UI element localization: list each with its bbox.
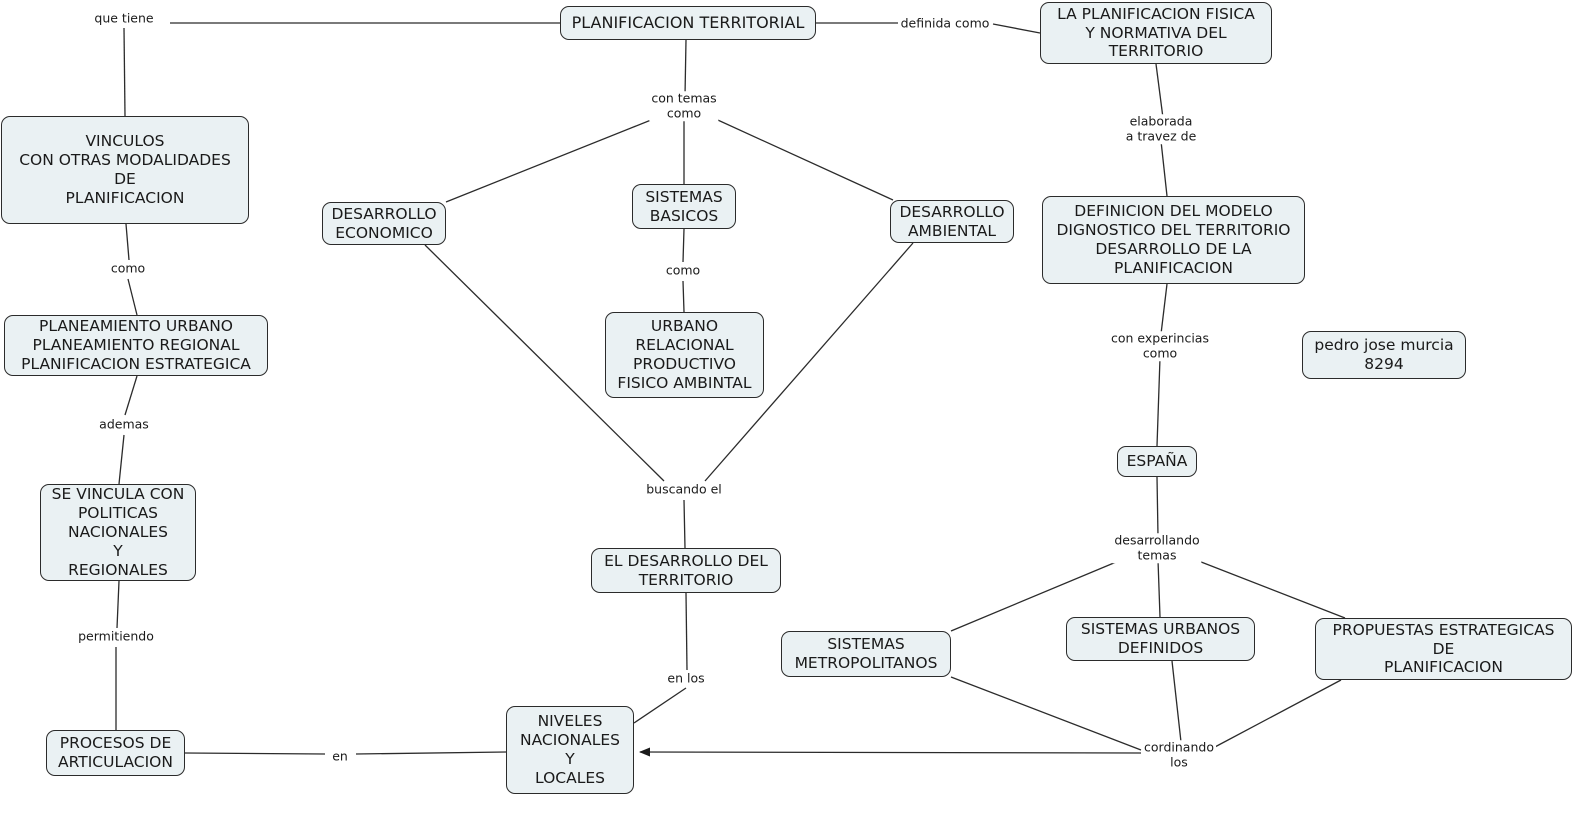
node-niveles[interactable]: NIVELES NACIONALES Y LOCALES — [506, 706, 634, 794]
node-label: DESARROLLO ECONOMICO — [331, 204, 437, 242]
edge-line — [116, 580, 120, 629]
edge-line — [1160, 283, 1168, 335]
node-label: NIVELES NACIONALES Y LOCALES — [520, 712, 620, 787]
edge-label-cordinando_los: cordinando los — [1142, 739, 1216, 770]
node-desarrollo_economico[interactable]: DESARROLLO ECONOMICO — [322, 202, 446, 245]
node-espana[interactable]: ESPAÑA — [1117, 446, 1197, 477]
node-planificacion_territorial[interactable]: PLANIFICACION TERRITORIAL — [560, 6, 816, 40]
node-label: pedro jose murcia 8294 — [1314, 336, 1454, 373]
edge-label-desarrollando_temas: desarrollando temas — [1112, 532, 1202, 563]
edge-line — [708, 115, 894, 201]
edge-line — [355, 751, 507, 755]
edge-line — [118, 434, 125, 485]
edge-line — [1156, 357, 1161, 447]
edge-label-como_sistemas: como — [663, 262, 703, 279]
node-label: PROCESOS DE ARTICULACION — [58, 734, 173, 771]
node-label: PLANIFICACION TERRITORIAL — [571, 13, 805, 33]
node-label: ESPAÑA — [1126, 452, 1188, 471]
edge-line — [123, 27, 126, 117]
edge-line — [1155, 63, 1164, 119]
node-urbano_relacional[interactable]: URBANO RELACIONAL PRODUCTIVO FISICO AMBI… — [605, 312, 764, 398]
node-label: DEFINICION DEL MODELO DIGNOSTICO DEL TER… — [1056, 202, 1291, 277]
edge-line — [1195, 559, 1346, 619]
edge-label-permitiendo: permitiendo — [76, 628, 156, 645]
edge-line — [992, 23, 1041, 34]
edge-label-buscando_el: buscando el — [644, 481, 724, 498]
node-label: VINCULOS CON OTRAS MODALIDADES DE PLANIF… — [19, 132, 231, 207]
node-desarrollo_ambiental[interactable]: DESARROLLO AMBIENTAL — [890, 200, 1014, 243]
node-label: EL DESARROLLO DEL TERRITORIO — [604, 551, 768, 589]
node-label: PLANEAMIENTO URBANO PLANEAMIENTO REGIONA… — [21, 317, 251, 373]
edge-line — [682, 280, 685, 313]
node-sistemas_urbanos[interactable]: SISTEMAS URBANOS DEFINIDOS — [1066, 617, 1255, 661]
node-label: SE VINCULA CON POLITICAS NACIONALES Y RE… — [51, 485, 185, 579]
edge-line — [184, 752, 326, 755]
node-sistemas_metropolitanos[interactable]: SISTEMAS METROPOLITANOS — [781, 631, 951, 677]
node-planeamiento[interactable]: PLANEAMIENTO URBANO PLANEAMIENTO REGIONA… — [4, 315, 268, 376]
node-label: SISTEMAS METROPOLITANOS — [794, 635, 938, 672]
edge-line — [685, 592, 688, 671]
node-autor[interactable]: pedro jose murcia 8294 — [1302, 331, 1466, 379]
node-se_vincula[interactable]: SE VINCULA CON POLITICAS NACIONALES Y RE… — [40, 484, 196, 581]
node-propuestas[interactable]: PROPUESTAS ESTRATEGICAS DE PLANIFICACION — [1315, 618, 1572, 680]
node-label: PROPUESTAS ESTRATEGICAS DE PLANIFICACION — [1332, 620, 1555, 677]
node-definicion_modelo[interactable]: DEFINICION DEL MODELO DIGNOSTICO DEL TER… — [1042, 196, 1305, 284]
edge-line — [1171, 660, 1182, 743]
edge-label-que_tiene: que tiene — [92, 10, 156, 27]
edge-line — [124, 375, 138, 416]
edge-label-con_temas_como: con temas como — [649, 90, 719, 121]
edge-line — [633, 687, 687, 724]
edge-line — [684, 39, 687, 97]
edge-line — [125, 223, 130, 261]
edge-line — [1160, 140, 1168, 197]
edge-label-con_experincias: con experincias como — [1109, 330, 1211, 361]
edge-label-como_vinculos: como — [108, 260, 148, 277]
edge-label-en: en — [330, 748, 350, 765]
edge-label-definida_como: definida como — [898, 15, 992, 32]
edge-line — [950, 676, 1142, 751]
edge-label-ademas: ademas — [97, 416, 151, 433]
edge-label-elaborada: elaborada a travez de — [1123, 113, 1199, 144]
edge-label-en_los: en los — [665, 670, 707, 687]
node-label: URBANO RELACIONAL PRODUCTIVO FISICO AMBI… — [617, 317, 752, 392]
node-label: DESARROLLO AMBIENTAL — [899, 202, 1005, 240]
edge-line — [1156, 476, 1159, 537]
edge-line — [1212, 679, 1342, 749]
node-el_desarrollo[interactable]: EL DESARROLLO DEL TERRITORIO — [591, 548, 781, 593]
edge-line — [1157, 559, 1161, 618]
edge-line — [639, 747, 1142, 757]
edge-line — [682, 228, 685, 263]
node-label: SISTEMAS BASICOS — [645, 187, 723, 225]
edge-line — [683, 499, 686, 549]
edge-line — [445, 115, 662, 203]
node-procesos[interactable]: PROCESOS DE ARTICULACION — [46, 730, 185, 776]
node-label: SISTEMAS URBANOS DEFINIDOS — [1080, 620, 1241, 657]
node-planificacion_fisica[interactable]: LA PLANIFICACION FISICA Y NORMATIVA DEL … — [1040, 2, 1272, 64]
node-sistemas_basicos[interactable]: SISTEMAS BASICOS — [632, 184, 736, 229]
edge-line — [127, 278, 138, 316]
node-label: LA PLANIFICACION FISICA Y NORMATIVA DEL … — [1057, 4, 1255, 61]
node-vinculos[interactable]: VINCULOS CON OTRAS MODALIDADES DE PLANIF… — [1, 116, 249, 224]
